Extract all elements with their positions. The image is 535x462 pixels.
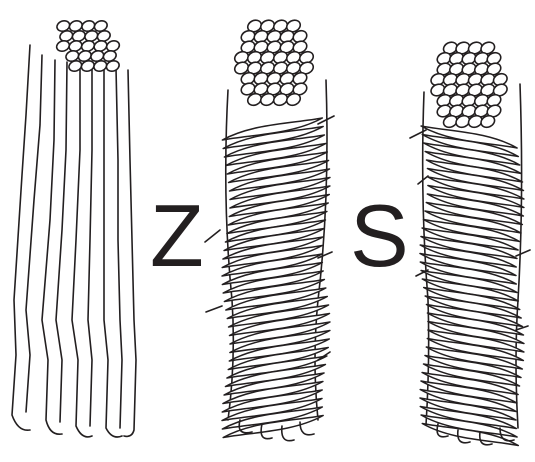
twisted-fiber-wraps — [222, 118, 330, 438]
parallel-fibers — [12, 45, 136, 437]
s-twist-label: S — [350, 186, 409, 285]
untwisted-fiber-bundle — [12, 19, 136, 437]
twisted-fiber-wraps — [420, 126, 524, 446]
z-twisted-strand — [205, 18, 334, 441]
fiber-end-circles — [429, 40, 509, 129]
s-twisted-strand — [410, 40, 530, 445]
z-twist-label: Z — [150, 186, 204, 285]
fiber-end-circles — [233, 18, 315, 107]
fiber-end-circles — [55, 19, 121, 73]
